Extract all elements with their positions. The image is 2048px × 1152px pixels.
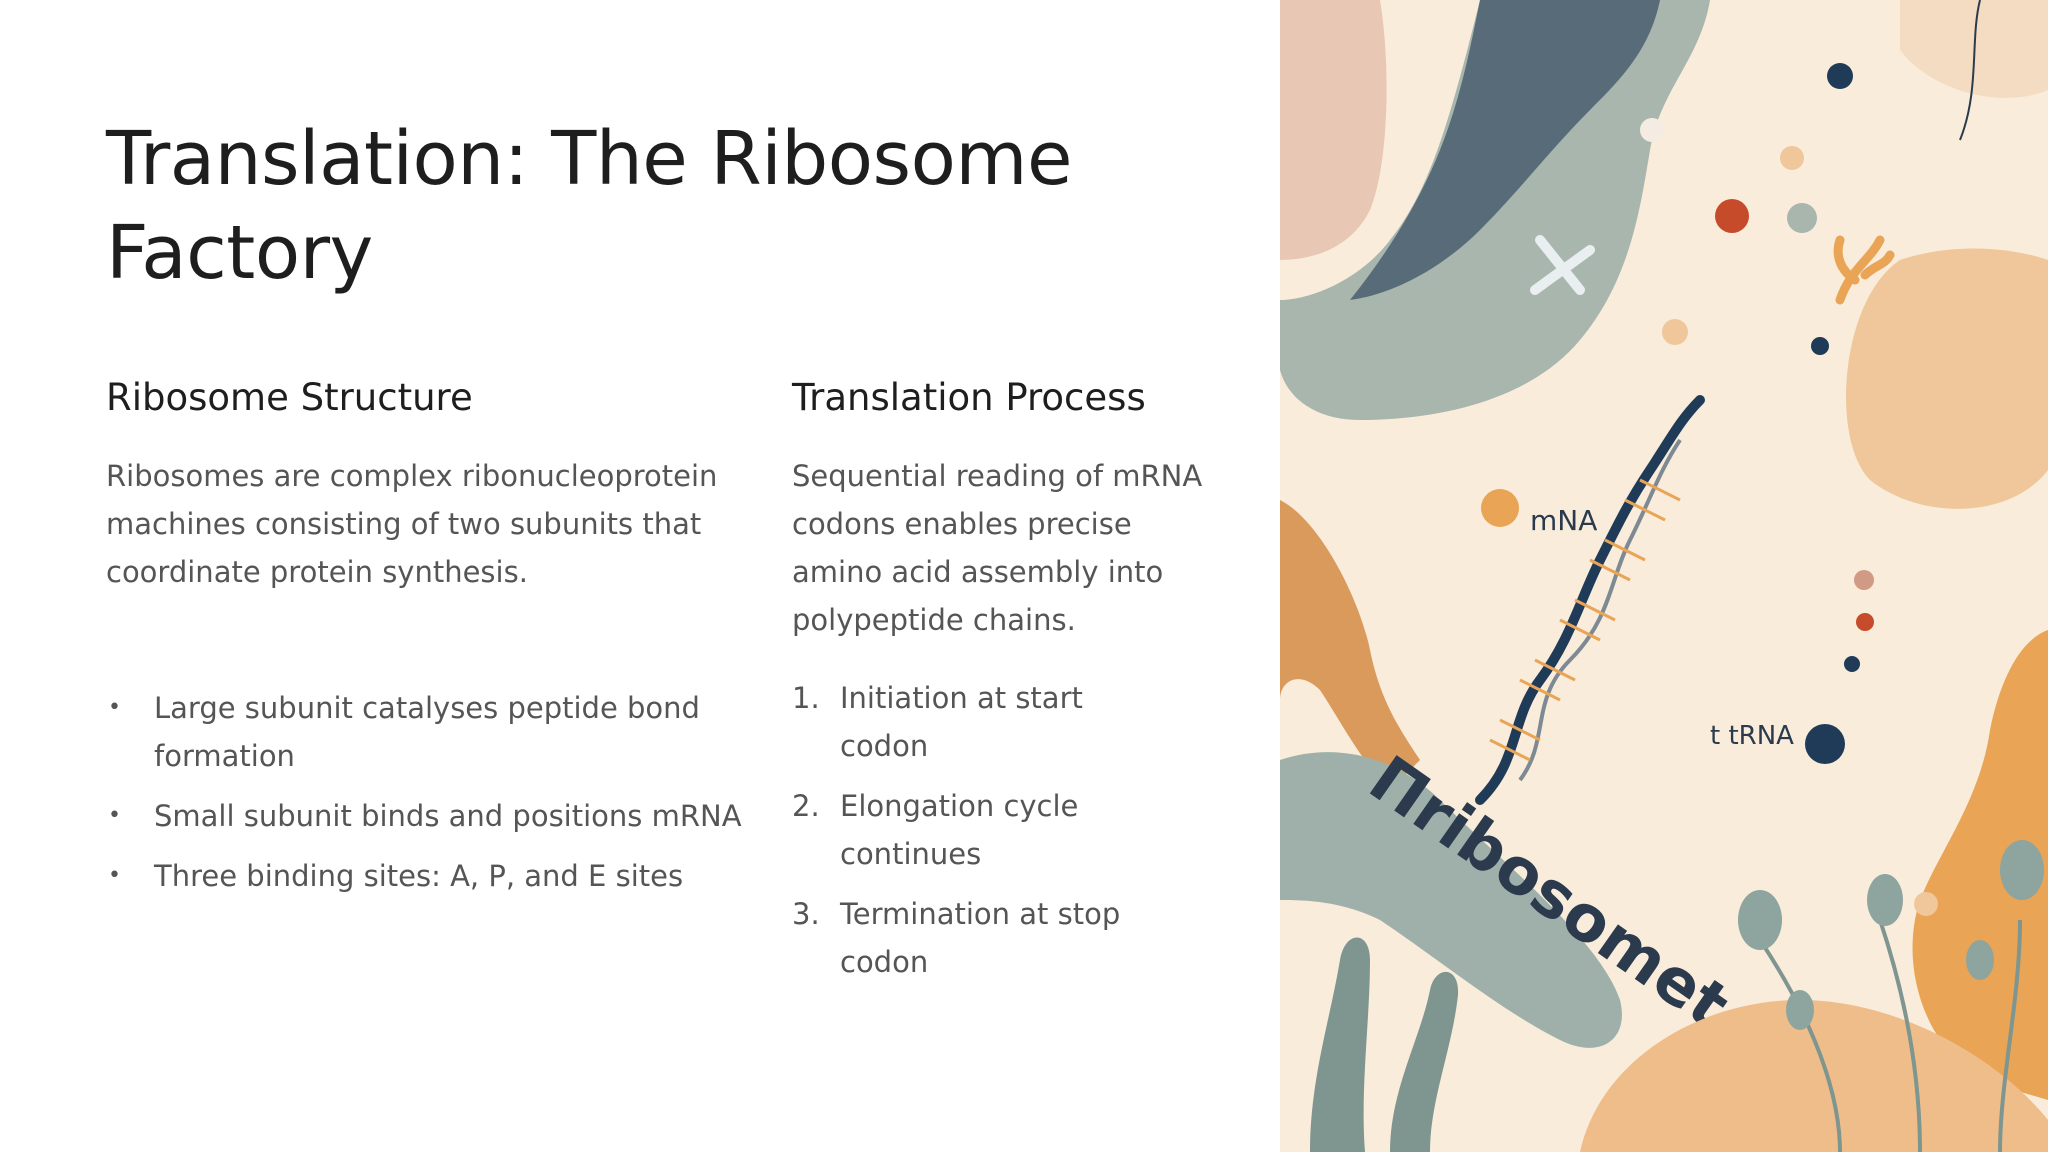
ribosome-blob-shape [1280,752,1622,1048]
step-number: 3. [792,897,820,931]
dot-shape [1811,337,1829,355]
step-item: 1. Initiation at start codon [792,674,1160,770]
ribosome-illustration: Πribosomet [1280,0,2048,1152]
step-text: Initiation at start codon [840,681,1083,763]
orange-blob-shape [1912,630,2048,1100]
navy-blob-shape [1350,0,1660,300]
translation-process-column: Translation Process Sequential reading o… [792,372,1212,998]
bullet-dot-icon: • [108,863,121,888]
pink-blob-shape [1280,0,1387,260]
dna-strand-icon [1518,438,1682,782]
dot-shape [1805,724,1845,764]
bullet-text: Small subunit binds and positions mRNA [154,799,742,833]
ribosome-structure-column: Ribosome Structure Ribosomes are complex… [106,372,742,912]
step-text: Termination at stop codon [840,897,1121,979]
bullet-item: • Small subunit binds and positions mRNA [106,792,754,840]
dot-shape [1787,203,1817,233]
orange-arm-shape [1280,500,1420,790]
dot-shape [1856,613,1874,631]
dot-shape [1827,63,1853,89]
ribosome-structure-bullets: • Large subunit catalyses peptide bond fo… [106,684,742,900]
illustration-svg: Πribosomet [1280,0,2048,1152]
slide-text-area: Translation: The Ribosome Factory Riboso… [106,116,1212,998]
translation-steps-list: 1. Initiation at start codon 2. Elongation… [792,674,1212,986]
peach-blob-shape [1846,248,2048,509]
dot-shape [1844,656,1860,672]
step-number: 1. [792,681,820,715]
translation-process-heading: Translation Process [792,376,1146,419]
step-item: 3. Termination at stop codon [792,890,1160,986]
bullet-text: Large subunit catalyses peptide bond for… [154,691,700,773]
slide-title: Translation: The Ribosome Factory [106,116,1072,296]
bullet-dot-icon: • [108,695,121,720]
dot-shape [1854,570,1874,590]
ribosome-structure-heading: Ribosome Structure [106,376,473,419]
sprout-icon [1833,235,1895,305]
ribosome-structure-paragraph: Ribosomes are complex ribonucleoprotein … [106,459,718,589]
cross-mark-icon [1530,235,1595,295]
dna-strand-icon [1475,395,1705,805]
twig-line-icon [1959,0,1981,141]
mrna-label: mNA [1530,504,1597,537]
bullet-text: Three binding sites: A, P, and E sites [154,859,684,893]
plant-leaves-icon [1738,840,2044,1030]
seaweed-shape [1390,971,1459,1152]
dot-shape [1662,319,1688,345]
seaweed-shape [1310,937,1370,1152]
step-item: 2. Elongation cycle continues [792,782,1160,878]
translation-process-paragraph: Sequential reading of mRNA codons enable… [792,459,1203,637]
step-text: Elongation cycle continues [840,789,1079,871]
dot-shape [1481,489,1519,527]
dot-shape [1914,892,1938,916]
bullet-dot-icon: • [108,803,121,828]
dna-rungs-icon [1489,478,1681,762]
step-number: 2. [792,789,820,823]
plant-stems-icon [1758,919,2022,1152]
trna-label: t tRNA [1710,721,1794,751]
dot-shape [1640,118,1664,142]
dot-shape [1715,199,1749,233]
bottom-peach-blob-shape [1580,1000,2048,1152]
bullet-item: • Three binding sites: A, P, and E sites [106,852,754,900]
dot-shape [1780,146,1804,170]
bullet-item: • Large subunit catalyses peptide bond fo… [106,684,754,780]
